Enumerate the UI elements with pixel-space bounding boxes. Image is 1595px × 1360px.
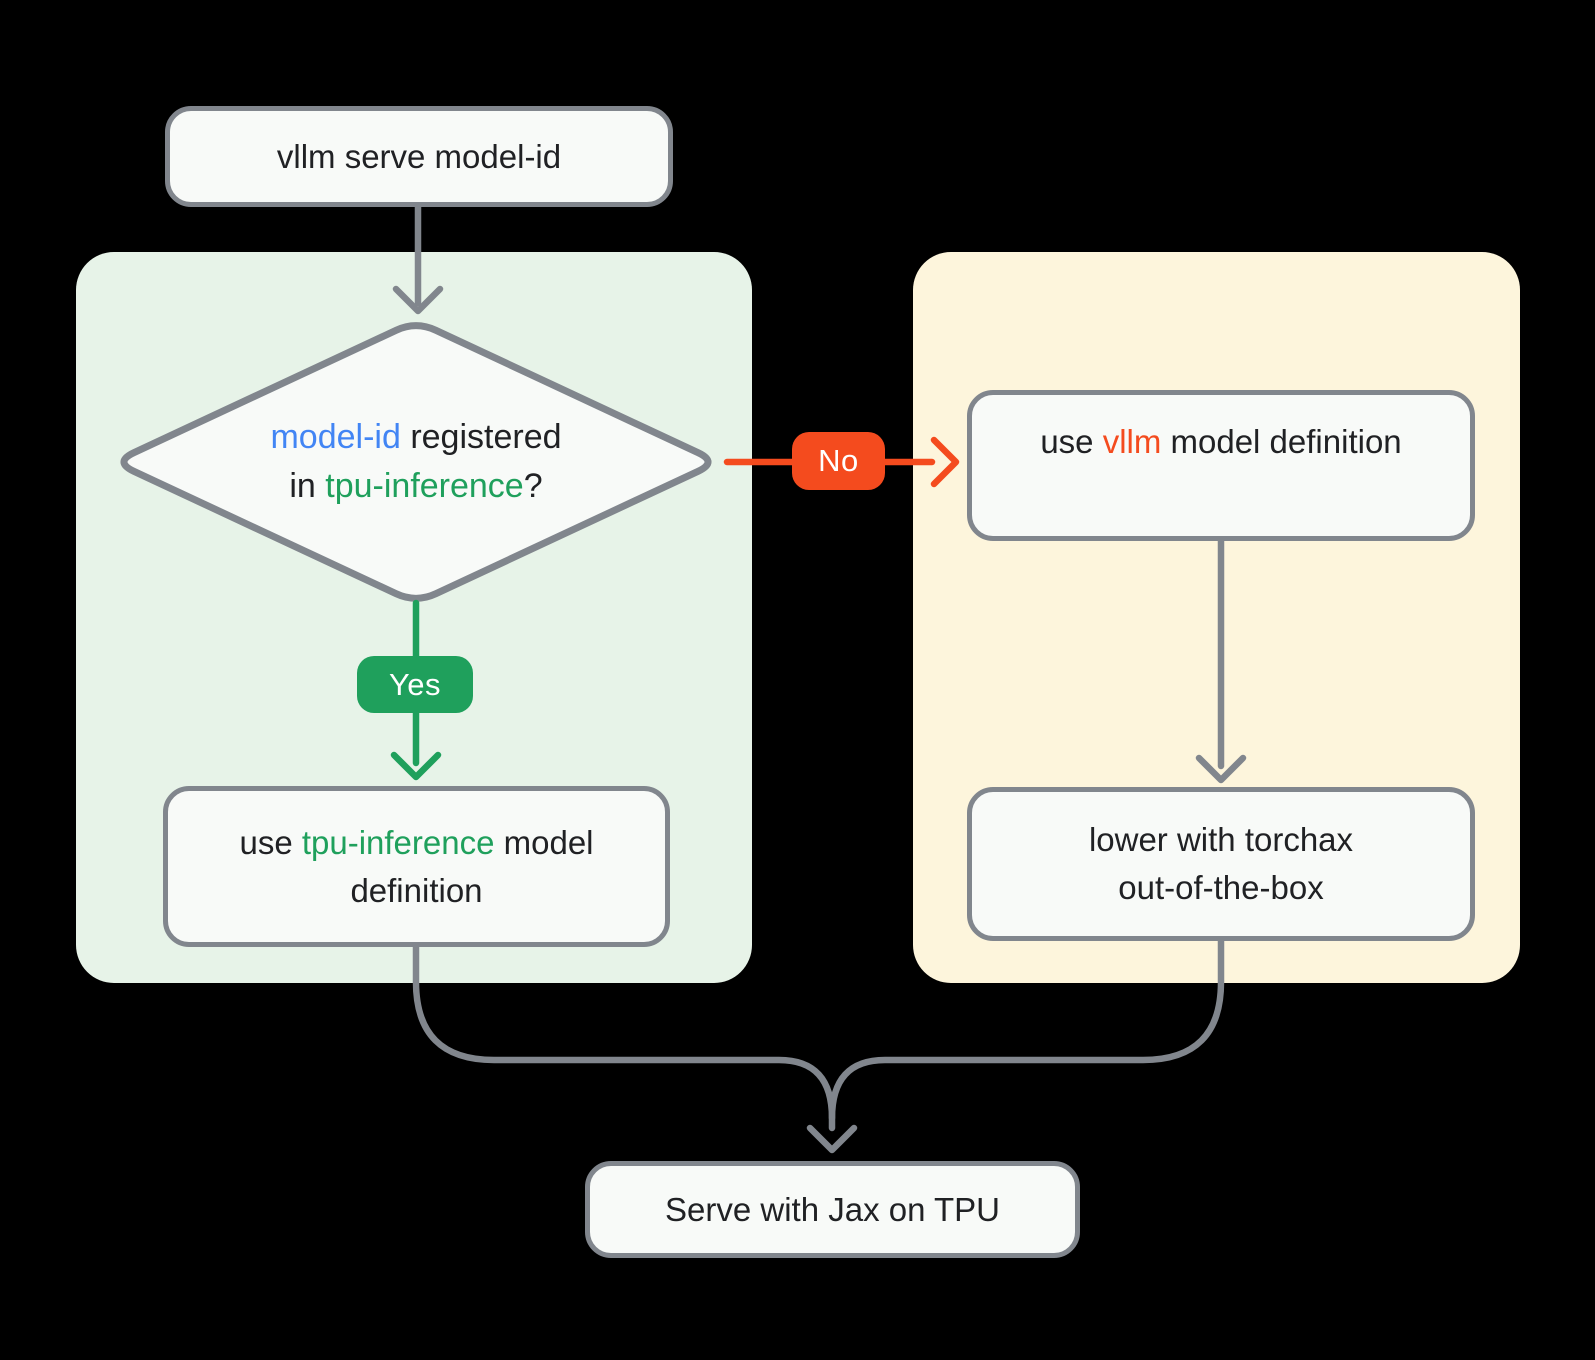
arrowhead-start-to-decision-icon [392, 285, 444, 315]
torchax-node: lower with torchax out-of-the-box [967, 787, 1475, 941]
tpu-inference-token: tpu-inference [325, 467, 524, 505]
torchax-line-2: out-of-the-box [1118, 869, 1324, 906]
no-badge-label: No [818, 443, 859, 478]
merge-left-connector [412, 943, 836, 1132]
vllm-result-line: use vllm model definition [1040, 418, 1401, 466]
vllm-result-rest: model definition [1161, 422, 1402, 460]
end-node-label: Serve with Jax on TPU [664, 1190, 1001, 1228]
decision-line1-rest: registered [400, 418, 562, 456]
arrowhead-merge-to-end-icon [806, 1124, 858, 1154]
merge-right-connector [828, 937, 1225, 1122]
decision-line-2: in tpu-inference? [114, 462, 718, 511]
model-id-token: model-id [270, 418, 401, 456]
arrowhead-yes-branch-icon [390, 751, 442, 781]
tpu-result-use: use [239, 823, 302, 861]
end-node: Serve with Jax on TPU [585, 1161, 1080, 1258]
tpu-inference-token-2: tpu-inference [301, 823, 495, 861]
arrowhead-no-branch-icon [930, 436, 960, 488]
start-node: vllm serve model-id [165, 106, 673, 207]
vllm-result-node: use vllm model definition [967, 390, 1475, 541]
tpu-result-line-2: definition [350, 871, 483, 909]
tpu-result-line-1: use tpu-inference model [239, 819, 593, 867]
decision-question-mark: ? [523, 467, 543, 505]
start-node-label: vllm serve model-id [276, 137, 562, 175]
torchax-line-1: lower with torchax [1088, 821, 1354, 858]
no-badge: No [792, 432, 885, 490]
yes-badge-label: Yes [388, 666, 442, 702]
decision-line-1: model-id registered [114, 413, 718, 462]
decision-line2-prefix: in [289, 467, 326, 505]
decision-diamond-shape [120, 322, 712, 602]
tpu-result-rest: model [494, 823, 594, 861]
vllm-result-use: use [1040, 422, 1103, 460]
decision-node-label: model-id registered in tpu-inference? [114, 321, 718, 603]
arrowhead-vllm-to-torchax-icon [1195, 754, 1247, 784]
yes-badge: Yes [357, 656, 473, 713]
tpu-result-node: use tpu-inference model definition [163, 786, 670, 947]
vllm-token: vllm [1102, 422, 1162, 460]
